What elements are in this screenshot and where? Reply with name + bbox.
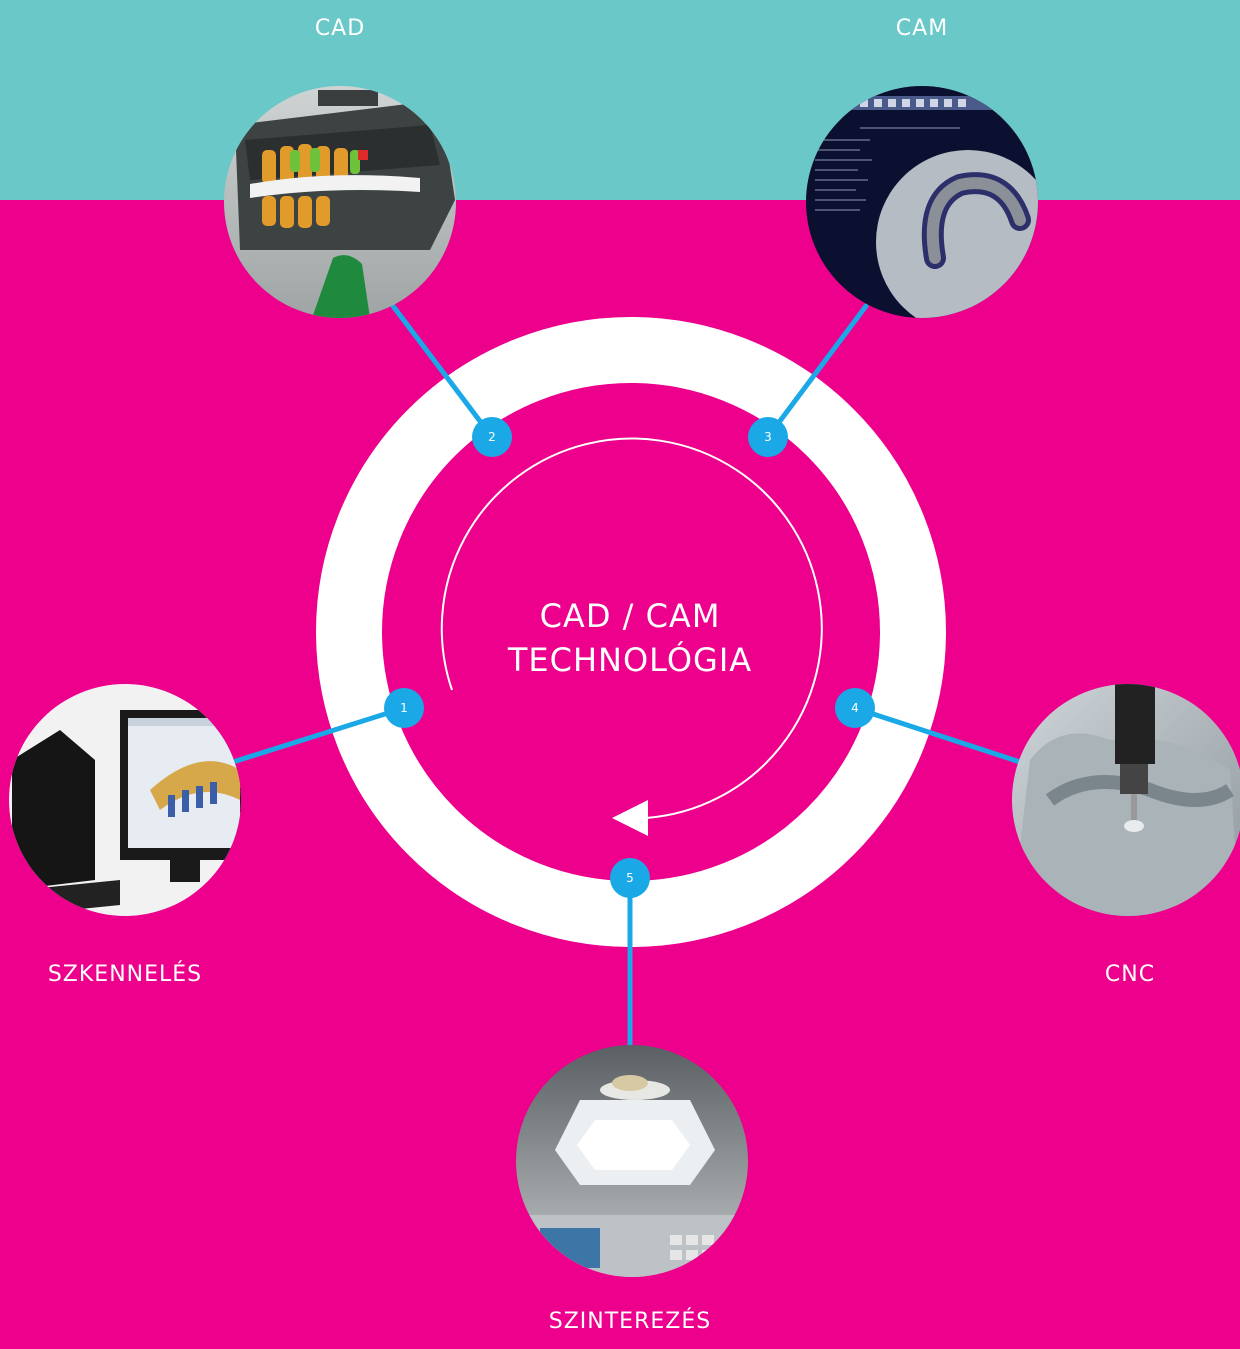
center-title-line-1: CAD / CAM (539, 597, 721, 635)
label-szinterezes: SZINTEREZÉS (548, 1309, 712, 1334)
label-cnc: CNC (1104, 962, 1156, 987)
badge-5-number: 5 (626, 871, 634, 885)
label-szkenneles: SZKENNELÉS (47, 962, 203, 987)
top-band (0, 0, 1240, 200)
badge-3-number: 3 (764, 430, 772, 444)
badge-3 (748, 417, 788, 457)
center-title: CAD / CAM TECHNOLÓGIA (470, 594, 790, 682)
cam-photo (806, 86, 1038, 318)
connector-3 (765, 303, 869, 440)
sintering-photo (516, 1045, 748, 1277)
connector-1 (233, 705, 407, 764)
flow-arrow-line (440, 437, 823, 819)
connector-2 (390, 303, 495, 440)
cnc-photo (1012, 684, 1240, 916)
badge-4 (835, 688, 875, 728)
label-cad: CAD (314, 16, 366, 41)
badge-1 (384, 688, 424, 728)
scanner-photo (9, 684, 241, 916)
flow-arrow-head (612, 800, 648, 836)
cad-photo (224, 86, 456, 318)
center-title-line-2: TECHNOLÓGIA (507, 641, 753, 679)
badge-5 (610, 858, 650, 898)
badge-4-number: 4 (851, 701, 859, 715)
badge-2-number: 2 (488, 430, 496, 444)
badge-1-number: 1 (400, 701, 408, 715)
badge-2 (472, 417, 512, 457)
connector-4 (852, 705, 1023, 765)
label-cam: CAM (895, 16, 949, 41)
